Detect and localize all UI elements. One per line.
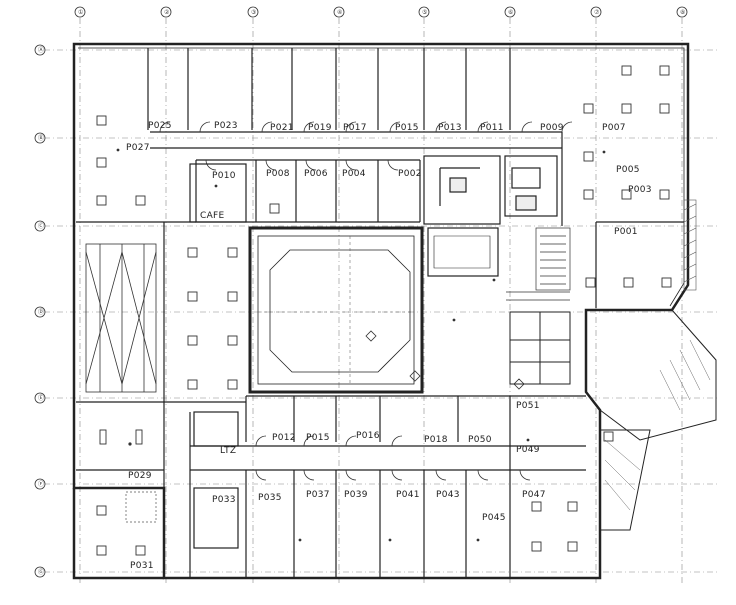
row-bubble-labels: Ⓐ Ⓑ Ⓒ Ⓓ Ⓔ Ⓕ Ⓖ xyxy=(38,46,44,576)
room-label-p009: P009 xyxy=(540,123,564,133)
light-fixtures xyxy=(96,65,672,556)
central-atrium xyxy=(248,226,424,394)
room-label-p007: P007 xyxy=(602,123,626,133)
grid-col-5: ⑤ xyxy=(422,9,427,16)
room-label-ltz: LTZ xyxy=(220,446,236,456)
room-label-p006: P006 xyxy=(304,169,328,179)
grid-row-d: Ⓓ xyxy=(38,308,44,316)
grid-col-1: ① xyxy=(78,9,83,16)
grid-col-8: ⑧ xyxy=(680,9,685,16)
room-label-p041: P041 xyxy=(396,490,420,500)
room-label-p015b: P015 xyxy=(306,433,330,443)
column-bubble-labels: ① ② ③ ④ ⑤ ⑥ ⑦ ⑧ xyxy=(78,9,685,16)
room-label-p051: P051 xyxy=(516,401,540,411)
room-label-p021: P021 xyxy=(270,123,294,133)
grid-col-2: ② xyxy=(164,9,170,16)
room-label-p047: P047 xyxy=(522,490,546,500)
room-label-p018: P018 xyxy=(424,435,448,445)
room-label-p013: P013 xyxy=(438,123,462,133)
room-label-p002: P002 xyxy=(398,169,422,179)
lower-office-walls xyxy=(189,395,586,578)
room-label-p029: P029 xyxy=(128,471,152,481)
grid-row-e: Ⓔ xyxy=(38,394,44,402)
ceiling-devices xyxy=(116,148,606,542)
exterior-walls xyxy=(72,42,690,580)
restroom-core xyxy=(423,155,558,225)
row-bubbles xyxy=(34,44,46,578)
room-label-p016: P016 xyxy=(356,431,380,441)
top-door-swings xyxy=(159,121,573,133)
column-bubbles xyxy=(74,6,688,18)
grid-col-6: ⑥ xyxy=(508,9,513,16)
room-label-p003: P003 xyxy=(628,185,652,195)
grid-row-a: Ⓐ xyxy=(38,46,44,54)
stair-core xyxy=(506,227,571,301)
lower-door-swings xyxy=(255,435,531,481)
grid-row-f: Ⓕ xyxy=(38,480,44,488)
room-label-p008: P008 xyxy=(266,169,290,179)
room-label-p001: P001 xyxy=(614,227,638,237)
room-label-p045: P045 xyxy=(482,513,506,523)
room-label-p019: P019 xyxy=(308,123,332,133)
room-label-p050: P050 xyxy=(468,435,492,445)
room-label-p023: P023 xyxy=(214,121,238,131)
elevator-lobby xyxy=(427,227,499,277)
canopy-hatch xyxy=(604,339,711,511)
room-label-p005: P005 xyxy=(616,165,640,175)
right-office-block xyxy=(561,132,684,308)
left-wing-walls xyxy=(76,163,247,488)
top-office-partitions xyxy=(147,48,562,149)
grid-col-7: ⑦ xyxy=(594,9,600,16)
room-label-p004: P004 xyxy=(342,169,366,179)
grid-row-g: Ⓖ xyxy=(38,568,44,576)
room-label-p011: P011 xyxy=(480,123,504,133)
grid-col-4: ④ xyxy=(337,9,342,16)
room-label-p017: P017 xyxy=(343,123,367,133)
room-label-p049: P049 xyxy=(516,445,540,455)
room-label-p043: P043 xyxy=(436,490,460,500)
utility-rooms xyxy=(509,311,571,385)
room-label-p015: P015 xyxy=(395,123,419,133)
grid-row-b: Ⓑ xyxy=(38,134,44,142)
room-label-p012: P012 xyxy=(272,433,296,443)
grid-col-3: ③ xyxy=(251,9,256,16)
second-row-door-swings xyxy=(205,159,399,171)
room-labels: P025 P023 P021 P019 P017 P015 P013 P011 … xyxy=(126,121,652,571)
room-label-p039: P039 xyxy=(344,490,368,500)
exterior-wall-inner-line xyxy=(78,47,685,307)
grid-row-c: Ⓒ xyxy=(38,222,44,230)
room-label-p037: P037 xyxy=(306,490,330,500)
room-label-cafe: CAFE xyxy=(200,211,225,221)
room-label-p031: P031 xyxy=(130,561,154,571)
exterior-canopy xyxy=(599,309,717,531)
atrium-dashed-guides xyxy=(258,236,414,384)
right-hatch-strip xyxy=(683,199,697,291)
grid-lines xyxy=(44,18,720,585)
p031-dashed-area xyxy=(125,491,157,523)
room-label-p010: P010 xyxy=(212,171,236,181)
room-label-p027: P027 xyxy=(126,143,150,153)
room-label-p035: P035 xyxy=(258,493,282,503)
room-label-p025: P025 xyxy=(148,121,172,131)
room-label-p033: P033 xyxy=(212,495,236,505)
left-escalator xyxy=(85,243,157,393)
